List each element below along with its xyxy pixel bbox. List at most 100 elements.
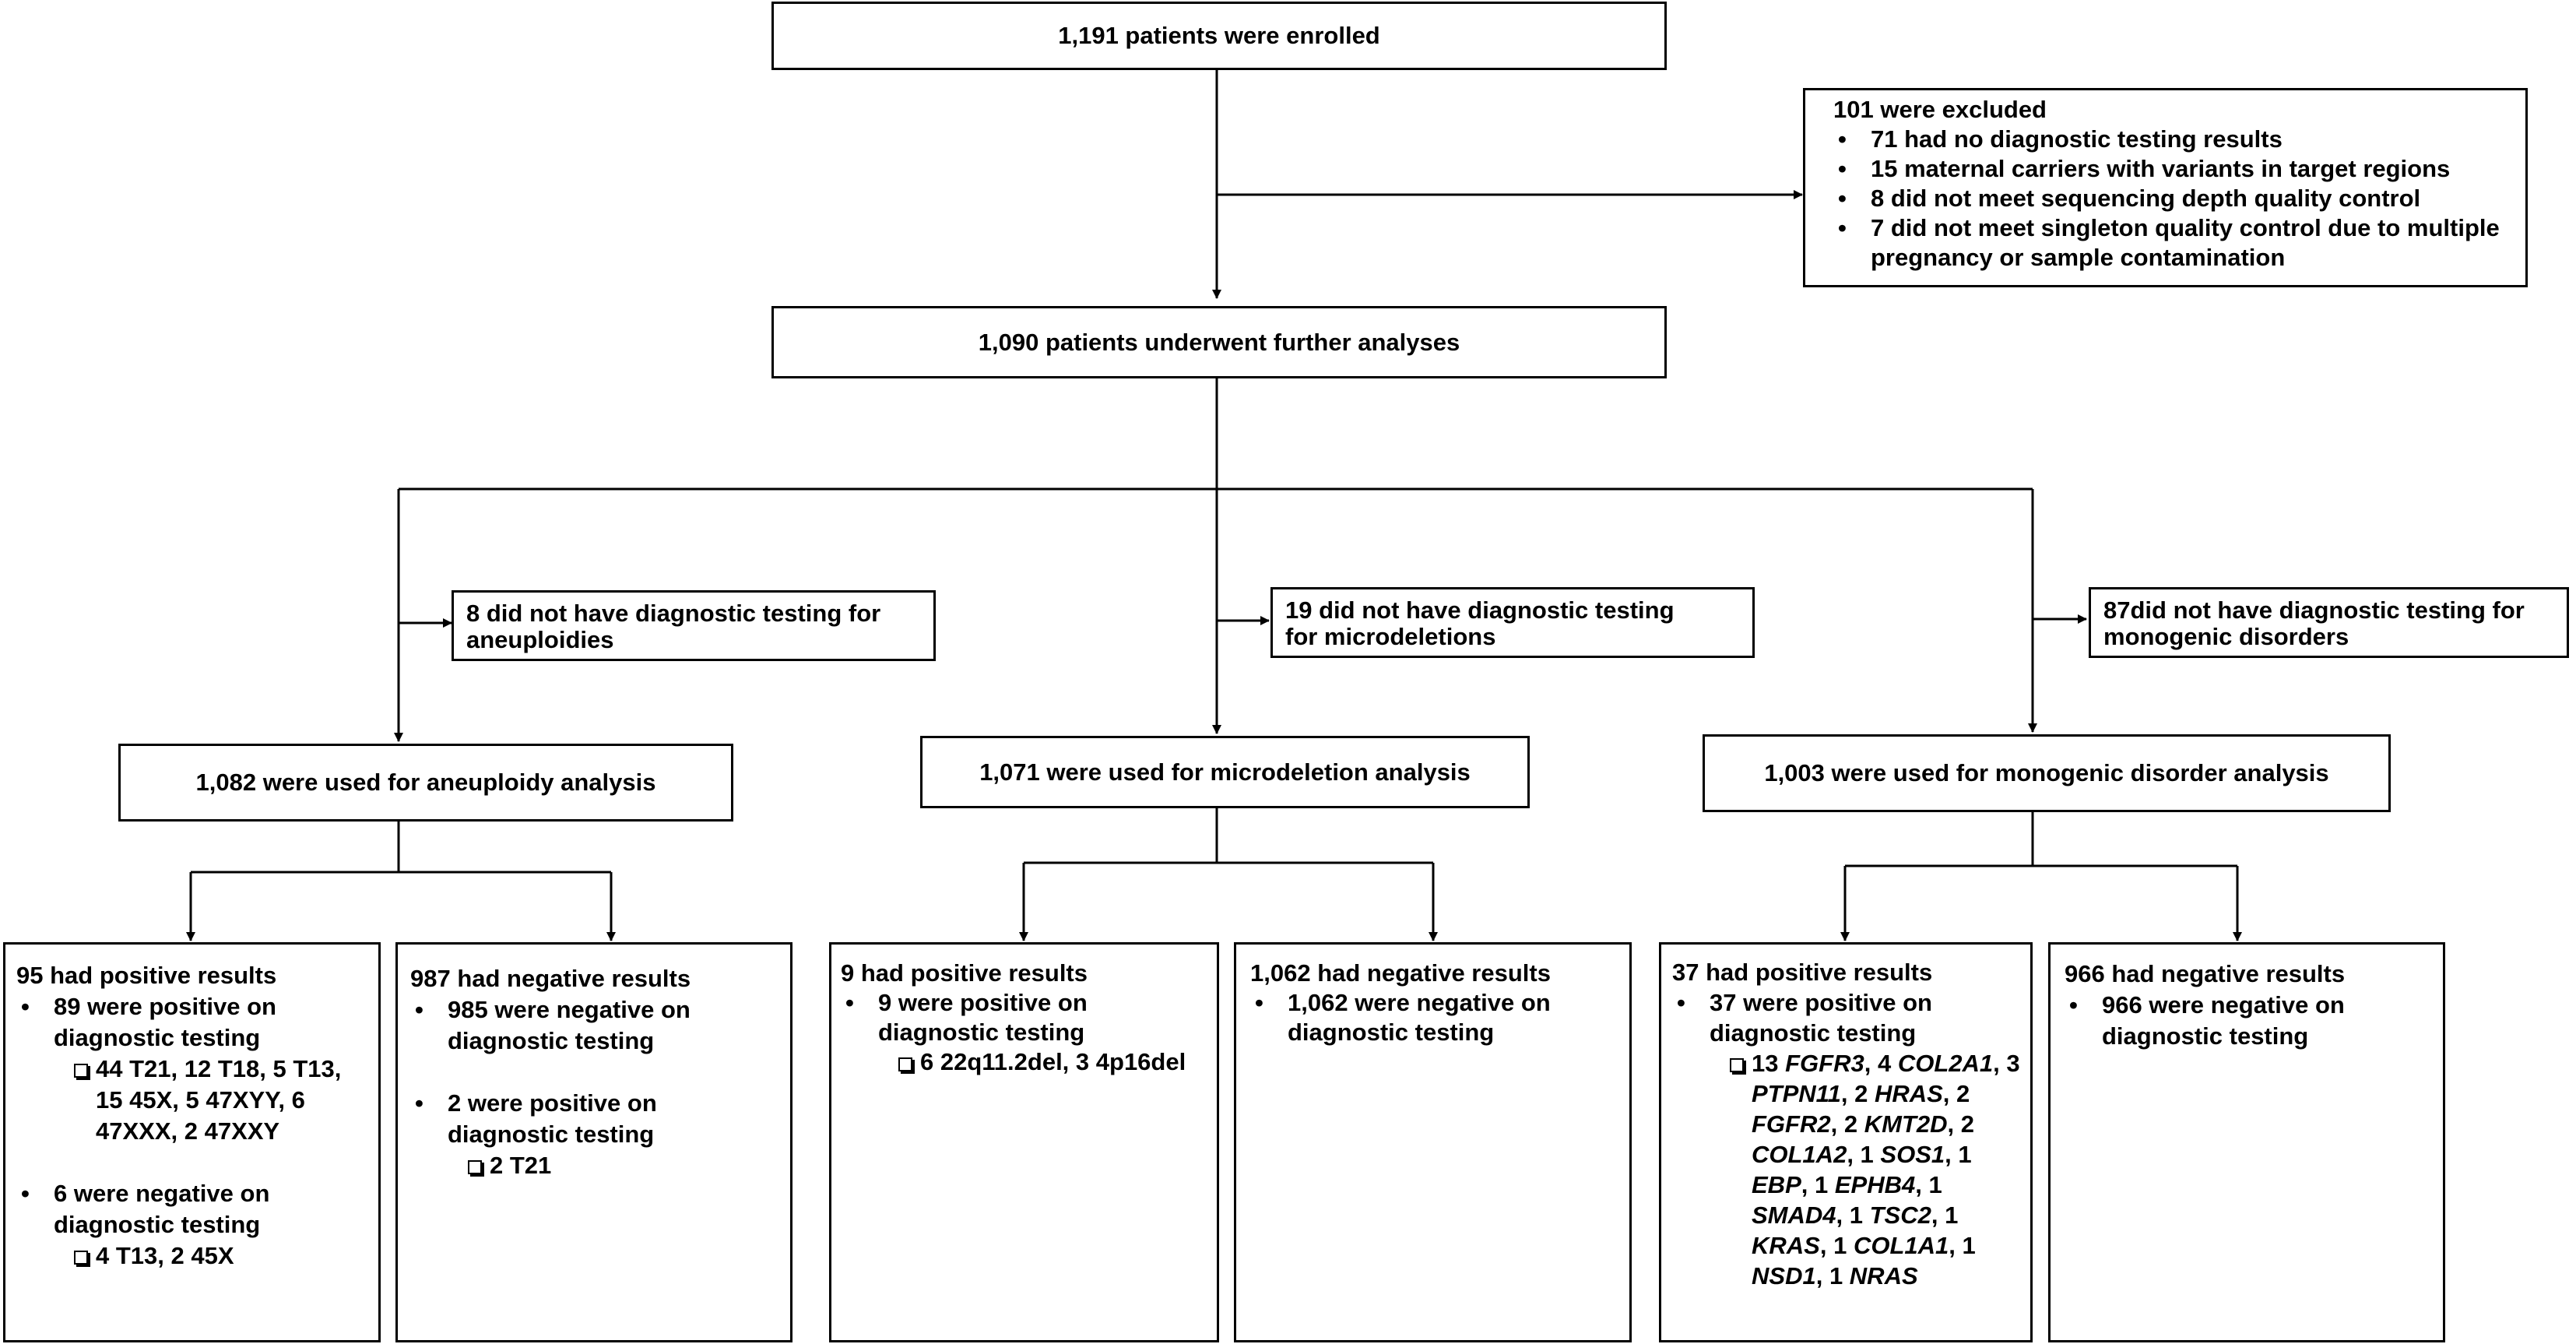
gene-count: 1 xyxy=(1958,1141,1972,1168)
gene-entry: 3 PTPN11 xyxy=(1752,1050,2020,1107)
microdeletion-negative-title: 1,062 had negative results xyxy=(1250,959,1551,987)
enrolled-box: 1,191 patients were enrolled xyxy=(771,2,1667,70)
monogenic-excluded-line1: 87did not have diagnostic testing for xyxy=(2103,596,2525,624)
gene-count: 3 xyxy=(2006,1050,2020,1077)
gene-count: 2 xyxy=(1956,1080,1970,1107)
microdeletion-excluded-line2: for microdeletions xyxy=(1285,623,1496,650)
aneuploidy-used-text: 1,082 were used for aneuploidy analysis xyxy=(195,769,656,796)
gene-count: 1 xyxy=(1928,1171,1942,1198)
gene-name: KMT2D xyxy=(1864,1110,1948,1138)
gene-name: SOS1 xyxy=(1880,1141,1945,1168)
gene-name: NSD1 xyxy=(1752,1262,1816,1289)
microdeletion-excluded-box: 19 did not have diagnostic testing for m… xyxy=(1270,587,1755,658)
gene-name: COL1A2 xyxy=(1752,1141,1847,1168)
microdeletion-negative-b1: 1,062 were negative on diagnostic testin… xyxy=(1250,988,1620,1047)
gene-entry: 1 EBP xyxy=(1752,1141,1972,1198)
monogenic-negative-title: 966 had negative results xyxy=(2065,960,2346,987)
gene-entry: 1 SOS1 xyxy=(1861,1141,1945,1168)
aneuploidy-positive-b1-sub: 44 T21, 12 T18, 5 T13, 15 45X, 5 47XYY, … xyxy=(54,1054,372,1147)
monogenic-positive-list: 37 were positive on diagnostic testing 1… xyxy=(1672,987,2024,1291)
gene-name: HRAS xyxy=(1874,1080,1943,1107)
gene-entry: 2 HRAS xyxy=(1854,1080,1943,1107)
gene-entry: 1 NRAS xyxy=(1829,1262,1918,1289)
gene-count: 1 xyxy=(1849,1202,1870,1229)
microdeletion-negative-box: 1,062 had negative results 1,062 were ne… xyxy=(1234,942,1632,1342)
gene-entry: 4 COL2A1 xyxy=(1878,1050,1993,1077)
microdeletion-positive-list: 9 were positive on diagnostic testing 6 … xyxy=(841,988,1207,1077)
monogenic-gene-sublist: 13 FGFR3, 4 COL2A1, 3 PTPN11, 2 HRAS, 2 … xyxy=(1710,1048,2024,1291)
monogenic-negative-box: 966 had negative results 966 were negati… xyxy=(2048,942,2445,1342)
gene-name: EBP xyxy=(1752,1171,1801,1198)
microdeletion-positive-b1: 9 were positive on diagnostic testing xyxy=(878,989,1088,1046)
aneuploidy-negative-title: 987 had negative results xyxy=(410,965,691,992)
gene-name: PTPN11 xyxy=(1752,1080,1841,1107)
gene-entry: 1 KRAS xyxy=(1752,1202,1958,1259)
aneuploidy-positive-b2: 6 were negative on diagnostic testing xyxy=(54,1180,270,1238)
excluded-item: 8 did not meet sequencing depth quality … xyxy=(1833,184,2513,213)
aneuploidy-positive-bullet: 89 were positive on diagnostic testing 4… xyxy=(16,991,372,1147)
monogenic-positive-title: 37 had positive results xyxy=(1672,959,1933,986)
gene-name: NRAS xyxy=(1849,1262,1918,1289)
aneuploidy-negative-b2-sub: 2 T21 xyxy=(448,1150,784,1181)
gene-entry: 1 SMAD4 xyxy=(1752,1171,1942,1229)
enrolled-text: 1,191 patients were enrolled xyxy=(1058,22,1380,49)
aneuploidy-positive-title: 95 had positive results xyxy=(16,962,277,989)
microdeletion-positive-bullet: 9 were positive on diagnostic testing 6 … xyxy=(841,988,1207,1077)
gene-count: 1 xyxy=(1945,1202,1959,1229)
excluded-item: 7 did not meet singleton quality control… xyxy=(1833,213,2513,273)
gene-name: TSC2 xyxy=(1869,1202,1931,1229)
aneuploidy-positive-b2-sub: 4 T13, 2 45X xyxy=(54,1240,372,1272)
gene-count: 2 xyxy=(1854,1080,1875,1107)
spacer xyxy=(16,1147,372,1178)
excluded-box: 101 were excluded 71 had no diagnostic t… xyxy=(1803,88,2528,287)
microdeletion-positive-b1-sub: 6 22q11.2del, 3 4p16del xyxy=(878,1047,1207,1077)
gene-count: 2 xyxy=(1843,1110,1864,1138)
aneuploidy-excluded-line2: aneuploidies xyxy=(466,626,614,653)
aneuploidy-negative-b1: 985 were negative on diagnostic testing xyxy=(410,994,784,1057)
gene-entry: 2 COL1A2 xyxy=(1752,1110,1974,1168)
gene-name: FGFR3 xyxy=(1785,1050,1864,1077)
gene-entry: 1 COL1A1 xyxy=(1833,1232,1949,1259)
monogenic-used-box: 1,003 were used for monogenic disorder a… xyxy=(1703,734,2391,812)
aneuploidy-used-box: 1,082 were used for aneuploidy analysis xyxy=(118,744,733,822)
excluded-title: 101 were excluded xyxy=(1833,96,2047,123)
excluded-item: 15 maternal carriers with variants in ta… xyxy=(1833,154,2513,184)
microdeletion-excluded-line1: 19 did not have diagnostic testing xyxy=(1285,596,1675,624)
gene-count: 1 xyxy=(1860,1141,1881,1168)
aneuploidy-negative-sublist: 2 T21 xyxy=(448,1150,784,1181)
aneuploidy-positive-box: 95 had positive results 89 were positive… xyxy=(3,942,381,1342)
further-text: 1,090 patients underwent further analyse… xyxy=(978,328,1460,356)
aneuploidy-positive-sublist: 44 T21, 12 T18, 5 T13, 15 45X, 5 47XYY, … xyxy=(54,1054,372,1147)
monogenic-positive-box: 37 had positive results 37 were positive… xyxy=(1659,942,2033,1342)
gene-name: SMAD4 xyxy=(1752,1202,1836,1229)
aneuploidy-positive-b1: 89 were positive on diagnostic testing xyxy=(54,993,276,1051)
aneuploidy-negative-bullet-2: 2 were positive on diagnostic testing 2 … xyxy=(410,1088,784,1181)
gene-count: 4 xyxy=(1877,1050,1898,1077)
gene-entry: 2 KMT2D xyxy=(1844,1110,1948,1138)
gene-count: 1 xyxy=(1814,1171,1835,1198)
gene-count: 1 xyxy=(1962,1232,1976,1259)
monogenic-gene-list: 13 FGFR3, 4 COL2A1, 3 PTPN11, 2 HRAS, 2 … xyxy=(1710,1048,2024,1291)
gene-count: 1 xyxy=(1829,1262,1850,1289)
gene-name: COL1A1 xyxy=(1853,1232,1949,1259)
aneuploidy-excluded-line1: 8 did not have diagnostic testing for xyxy=(466,600,881,627)
microdeletion-negative-list: 1,062 were negative on diagnostic testin… xyxy=(1250,988,1620,1047)
aneuploidy-positive-list-2: 6 were negative on diagnostic testing 4 … xyxy=(16,1178,372,1272)
excluded-item: 71 had no diagnostic testing results xyxy=(1833,125,2513,154)
aneuploidy-excluded-box: 8 did not have diagnostic testing for an… xyxy=(452,590,936,661)
gene-count: 1 xyxy=(1833,1232,1854,1259)
gene-count: 2 xyxy=(1960,1110,1974,1138)
monogenic-excluded-line2: monogenic disorders xyxy=(2103,623,2349,650)
gene-name: COL2A1 xyxy=(1897,1050,1994,1077)
gene-entry: 1 NSD1 xyxy=(1752,1232,1976,1289)
gene-name: EPHB4 xyxy=(1834,1171,1916,1198)
aneuploidy-negative-list-2: 2 were positive on diagnostic testing 2 … xyxy=(410,1088,784,1181)
monogenic-negative-list: 966 were negative on diagnostic testing xyxy=(2065,990,2434,1052)
microdeletion-positive-title: 9 had positive results xyxy=(841,959,1088,987)
gene-count: 13 xyxy=(1752,1050,1786,1077)
microdeletion-positive-box: 9 had positive results 9 were positive o… xyxy=(829,942,1219,1342)
monogenic-positive-bullet: 37 were positive on diagnostic testing 1… xyxy=(1672,987,2024,1291)
gene-entry: 13 FGFR3 xyxy=(1752,1050,1864,1077)
gene-entry: 1 TSC2 xyxy=(1850,1202,1931,1229)
